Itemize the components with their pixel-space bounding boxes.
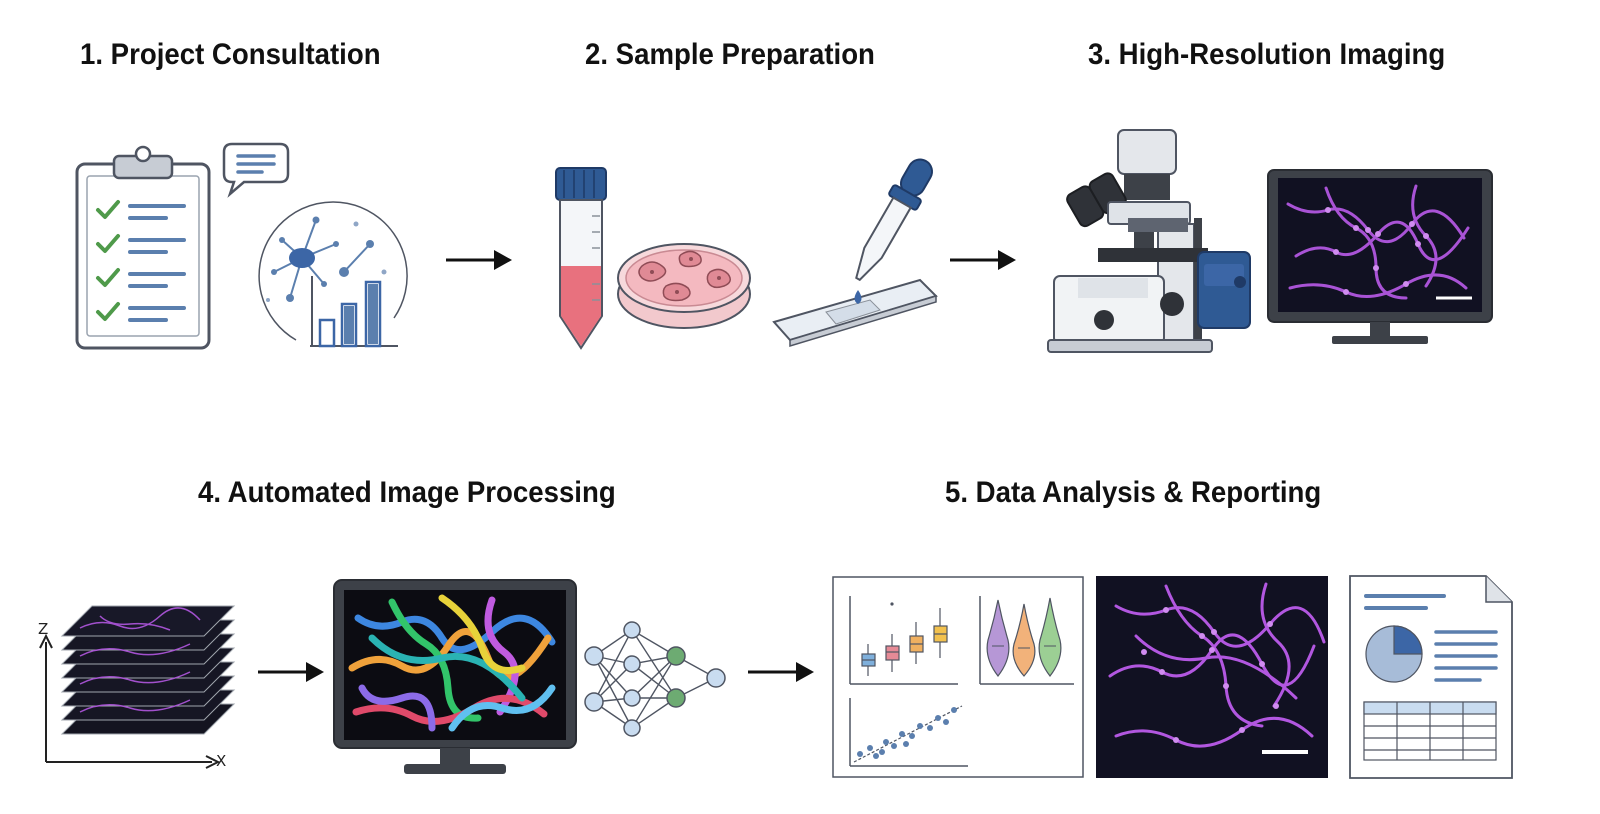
box-plot-icon — [849, 596, 958, 685]
step-1-title: 1. Project Consultation — [80, 38, 381, 71]
petri-dish-icon — [617, 243, 751, 329]
neuron-network-icon — [258, 201, 408, 341]
arrow-right-icon — [446, 250, 512, 270]
step-4-title: 4. Automated Image Processing — [198, 476, 616, 509]
axis-label-z: Z — [38, 620, 49, 638]
microscopy-image — [1096, 576, 1328, 778]
step-5-title: 5. Data Analysis & Reporting — [945, 476, 1322, 509]
image-stack-icon — [39, 605, 236, 769]
neural-network-icon — [584, 621, 726, 737]
dropper-icon — [855, 158, 933, 282]
bar-chart-icon — [310, 276, 398, 348]
arrow-right-icon — [748, 662, 814, 682]
report-document-icon — [1349, 575, 1513, 779]
analysis-panel — [832, 576, 1084, 778]
scatter-plot-icon — [849, 698, 968, 767]
clipboard-checklist-icon — [75, 145, 211, 350]
speech-bubble-icon — [222, 142, 290, 198]
segmentation-monitor-icon — [333, 579, 577, 774]
arrow-right-icon — [258, 662, 324, 682]
microscope-slide-icon — [772, 278, 938, 348]
axis-label-x: X — [216, 752, 227, 770]
arrow-right-icon — [950, 250, 1016, 270]
step-3-title: 3. High-Resolution Imaging — [1088, 38, 1446, 71]
monitor-icon — [1267, 169, 1493, 344]
step-2-title: 2. Sample Preparation — [585, 38, 875, 71]
violin-plot-icon — [979, 596, 1074, 685]
conical-tube-icon — [555, 167, 607, 350]
microscope-icon — [1047, 129, 1251, 353]
